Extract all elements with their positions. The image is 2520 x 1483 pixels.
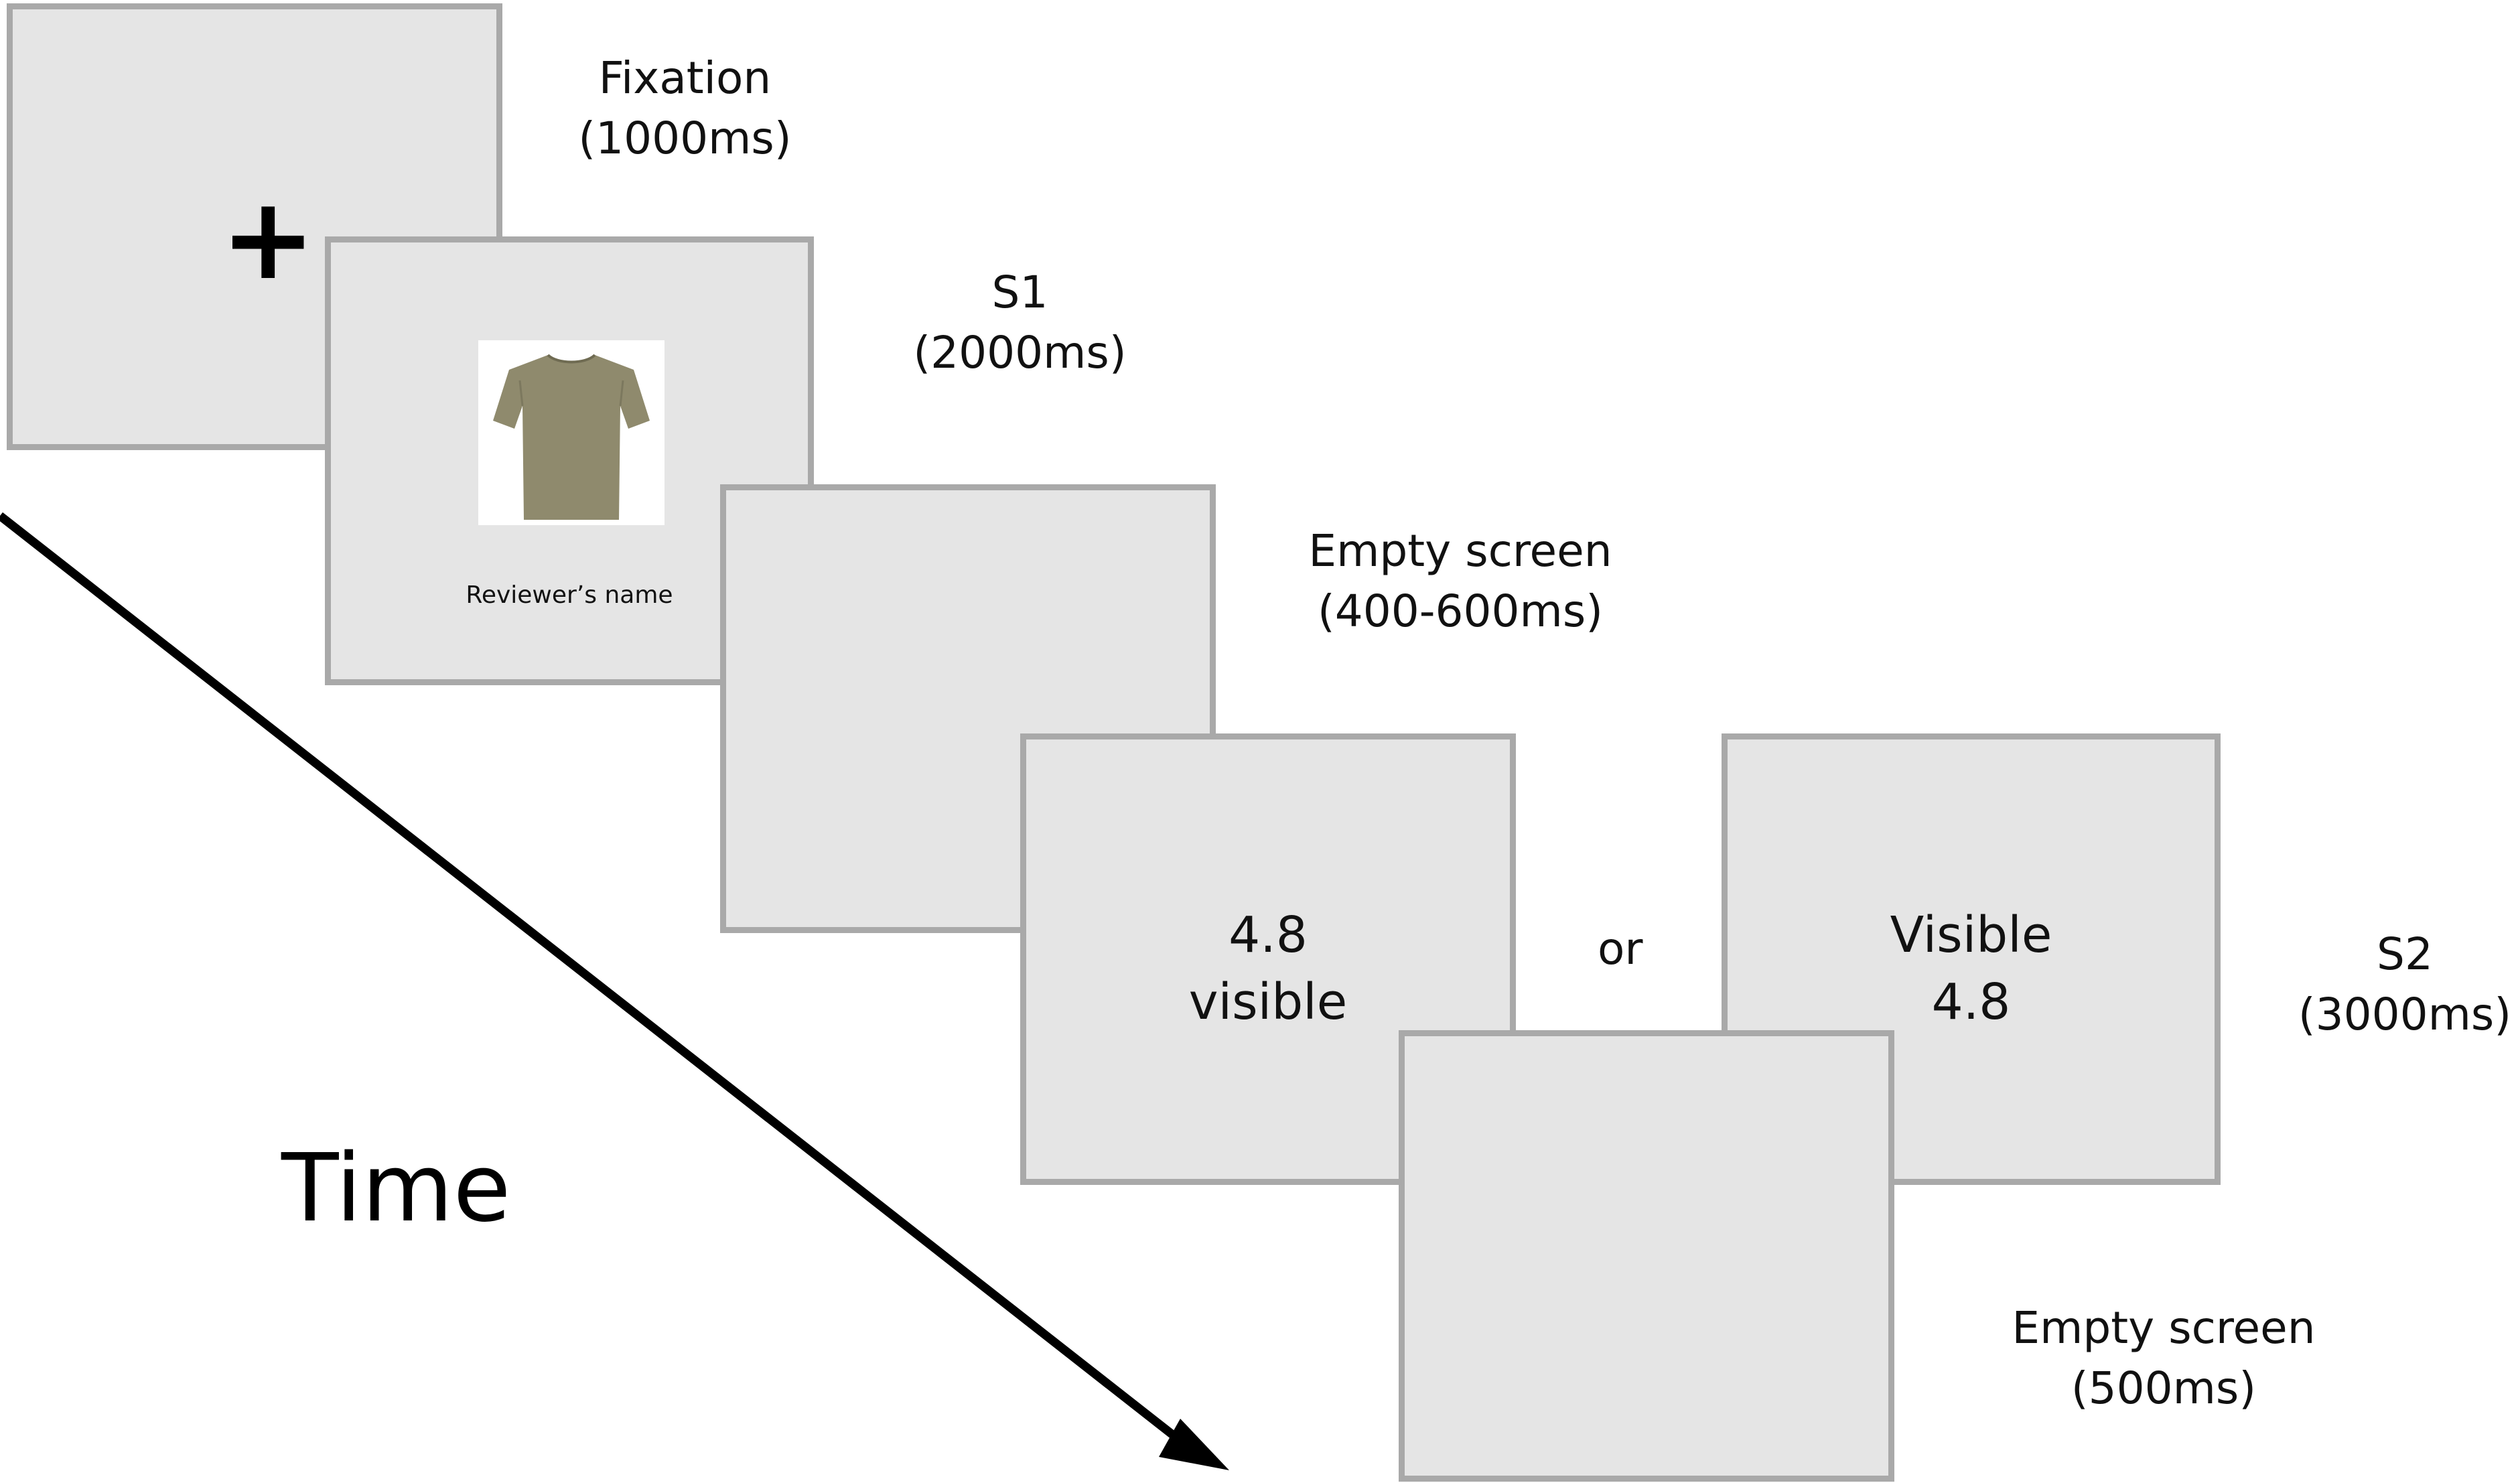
s2-option-b-line1: Visible <box>1890 906 2052 964</box>
s2-duration: (3000ms) <box>2298 989 2512 1040</box>
s1-label: S1 (2000ms) <box>884 263 1156 383</box>
empty-screen-1-title: Empty screen <box>1308 525 1612 577</box>
reviewer-name: Reviewer’s name <box>466 581 673 609</box>
tshirt-icon <box>493 354 650 520</box>
s2-option-a-line1: 4.8 <box>1229 906 1308 964</box>
s2-option-a-text: 4.8 visible <box>1026 902 1510 1036</box>
time-label: Time <box>281 1134 511 1243</box>
empty-screen-2-duration: (500ms) <box>2071 1362 2257 1414</box>
fixation-label: Fixation (1000ms) <box>549 48 821 169</box>
empty-screen-2 <box>1399 1030 1894 1482</box>
s2-option-b-line2: 4.8 <box>1931 973 2011 1031</box>
empty-screen-2-label: Empty screen (500ms) <box>1976 1298 2351 1419</box>
s2-screen-option-a: 4.8 visible <box>1020 733 1516 1185</box>
empty-screen-1-duration: (400-600ms) <box>1318 585 1603 637</box>
empty-screen-1-label: Empty screen (400-600ms) <box>1273 521 1648 642</box>
s1-title: S1 <box>991 267 1048 318</box>
s2-label: S2 (3000ms) <box>2291 924 2519 1045</box>
empty-screen-2-title: Empty screen <box>2012 1302 2316 1354</box>
fixation-cross-icon: + <box>220 173 316 305</box>
s1-duration: (2000ms) <box>913 327 1127 378</box>
s2-option-a-line2: visible <box>1188 973 1348 1031</box>
or-label: or <box>1598 923 1643 975</box>
s2-option-b-text: Visible 4.8 <box>1728 902 2215 1036</box>
product-image <box>478 340 664 525</box>
s2-title: S2 <box>2377 928 2433 980</box>
fixation-duration: (1000ms) <box>578 113 792 164</box>
fixation-title: Fixation <box>598 52 772 104</box>
